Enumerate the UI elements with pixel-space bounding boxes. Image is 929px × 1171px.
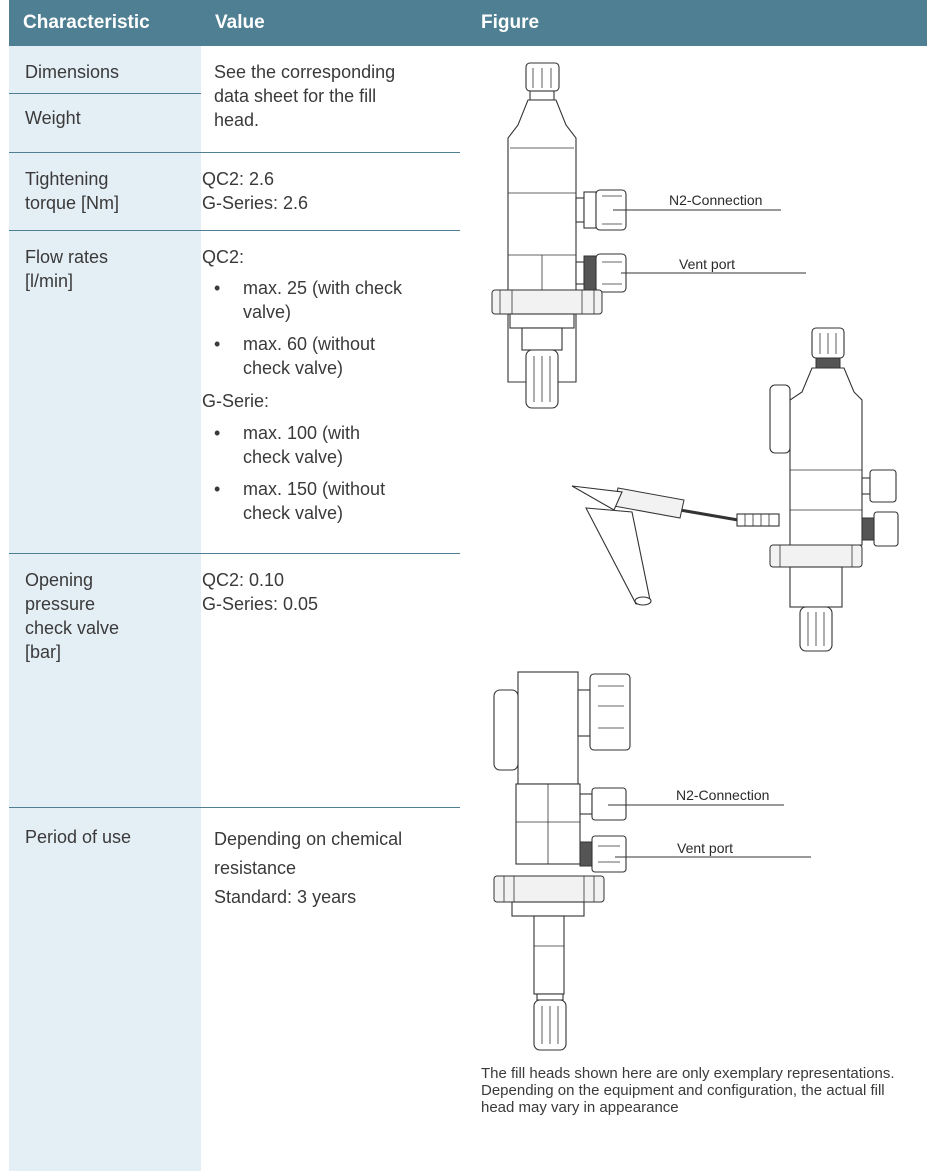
characteristic-column-background (9, 46, 201, 1171)
dim-weight-value: See the corresponding data sheet for the… (214, 62, 396, 130)
fill-head-drawing-1 (491, 62, 627, 409)
row-label-period-of-use: Period of use (25, 827, 132, 847)
label-n2-connection-bottom: N2-Connection (676, 787, 769, 803)
flow-qc2-item: max. 25 (with check valve) (243, 278, 403, 322)
flow-g-item: max. 150 (without check valve) (243, 479, 386, 523)
figure-caption: The fill heads shown here are only exemp… (481, 1065, 895, 1116)
bullet-glyph: • (214, 334, 221, 354)
header-characteristic: Characteristic (23, 12, 150, 33)
bullet-glyph: • (214, 479, 221, 499)
period-value: Depending on chemical resistance Standar… (214, 829, 403, 907)
row-label-flow-rates: Flow rates [l/min] (25, 247, 109, 291)
bullet-glyph: • (214, 278, 221, 298)
pressure-value: QC2: 0.10 G-Series: 0.05 (202, 570, 319, 614)
row-label-dimensions: Dimensions (25, 62, 120, 82)
flow-qc2-item: max. 60 (without check valve) (243, 334, 376, 378)
fill-head-drawing-2 (571, 327, 899, 652)
label-vent-port-bottom: Vent port (677, 840, 733, 856)
row-label-torque: Tightening torque [Nm] (25, 169, 120, 213)
flow-qc2-heading: QC2: (202, 247, 245, 267)
table-header: Characteristic Value Figure (9, 0, 927, 46)
torque-value: QC2: 2.6 G-Series: 2.6 (202, 169, 309, 213)
header-figure: Figure (481, 12, 540, 33)
row-label-weight: Weight (25, 108, 81, 128)
label-vent-port-top: Vent port (679, 256, 735, 272)
bullet-glyph: • (214, 423, 221, 443)
header-value: Value (215, 12, 265, 33)
flow-g-item: max. 100 (with check valve) (243, 423, 361, 467)
flow-g-heading: G-Serie: (202, 391, 270, 411)
row-separator (9, 807, 460, 808)
row-separator (9, 230, 460, 231)
row-separator (9, 152, 460, 153)
fill-head-drawing-3 (493, 671, 631, 1051)
row-separator (9, 553, 460, 554)
label-n2-connection-top: N2-Connection (669, 192, 762, 208)
row-separator (9, 93, 201, 94)
row-label-opening-pressure: Opening pressure check valve [bar] (25, 570, 120, 662)
